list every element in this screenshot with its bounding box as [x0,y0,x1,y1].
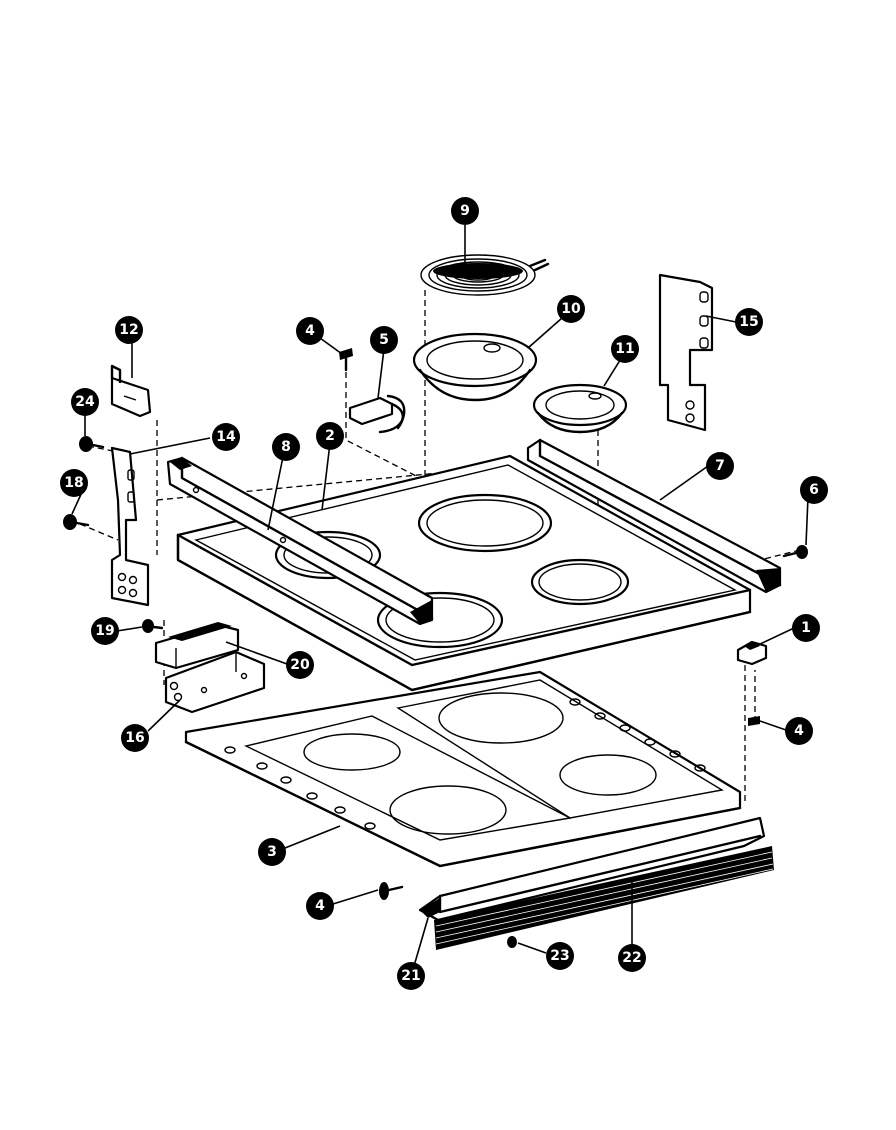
small-drip-bowl [532,383,628,434]
screw-19 [142,619,164,633]
callout-8: 8 [272,433,300,461]
front-trim-strip [166,456,434,626]
terminal-bracket [164,650,266,714]
screw-24 [79,436,105,452]
callout-10: 10 [557,295,585,323]
leader-lines [71,222,809,967]
svg-text:14: 14 [216,429,236,445]
callout-4-bottom: 4 [306,892,334,920]
vent-grille [434,846,774,950]
svg-text:8: 8 [281,439,291,455]
svg-text:22: 22 [622,950,641,966]
svg-text:23: 23 [550,948,569,964]
large-drip-bowl [412,332,538,402]
svg-text:21: 21 [401,968,420,984]
side-bracket-right [658,273,714,432]
callout-3: 3 [258,838,286,866]
element-receptacle [348,394,406,434]
svg-text:5: 5 [379,332,389,348]
svg-text:24: 24 [75,394,95,410]
callout-20: 20 [286,651,314,679]
screw-top [339,348,353,372]
callout-22: 22 [618,944,646,972]
svg-text:7: 7 [715,458,725,474]
svg-text:2: 2 [325,428,335,444]
callout-5: 5 [370,326,398,354]
svg-text:19: 19 [95,623,114,639]
callout-7: 7 [706,452,734,480]
callout-2: 2 [316,422,344,450]
screw-right [748,716,760,726]
callout-4-right: 4 [785,717,813,745]
svg-text:15: 15 [739,314,758,330]
side-bracket-left [110,446,150,607]
clip-1 [736,640,768,666]
surface-element-coil [420,254,550,296]
burner-box [184,670,742,868]
callout-19: 19 [91,617,119,645]
svg-text:11: 11 [615,341,634,357]
callout-15: 15 [735,308,763,336]
callout-4-top: 4 [296,317,324,345]
callout-1: 1 [792,614,820,642]
callout-11: 11 [611,335,639,363]
screw-23 [507,936,517,948]
callout-23: 23 [546,942,574,970]
svg-text:18: 18 [64,475,83,491]
callout-21: 21 [397,962,425,990]
rear-trim-strip [526,438,782,594]
screw-bottom [379,882,404,900]
screw-18 [63,514,90,530]
svg-text:4: 4 [315,898,325,914]
bracket-12 [110,364,152,418]
svg-text:9: 9 [460,203,470,219]
svg-text:4: 4 [794,723,804,739]
svg-text:16: 16 [125,730,144,746]
svg-text:20: 20 [290,657,310,673]
callout-14: 14 [212,423,240,451]
callout-16: 16 [121,724,149,752]
callout-12: 12 [115,316,143,344]
callout-9: 9 [451,197,479,225]
screw-6 [782,545,808,559]
terminal-block [154,622,240,670]
callout-6: 6 [800,476,828,504]
callout-24: 24 [71,388,99,416]
svg-text:10: 10 [561,301,581,317]
svg-text:3: 3 [267,844,277,860]
svg-text:4: 4 [305,323,315,339]
svg-text:1: 1 [801,620,811,636]
svg-text:12: 12 [119,322,138,338]
callout-18: 18 [60,469,88,497]
svg-text:6: 6 [809,482,819,498]
